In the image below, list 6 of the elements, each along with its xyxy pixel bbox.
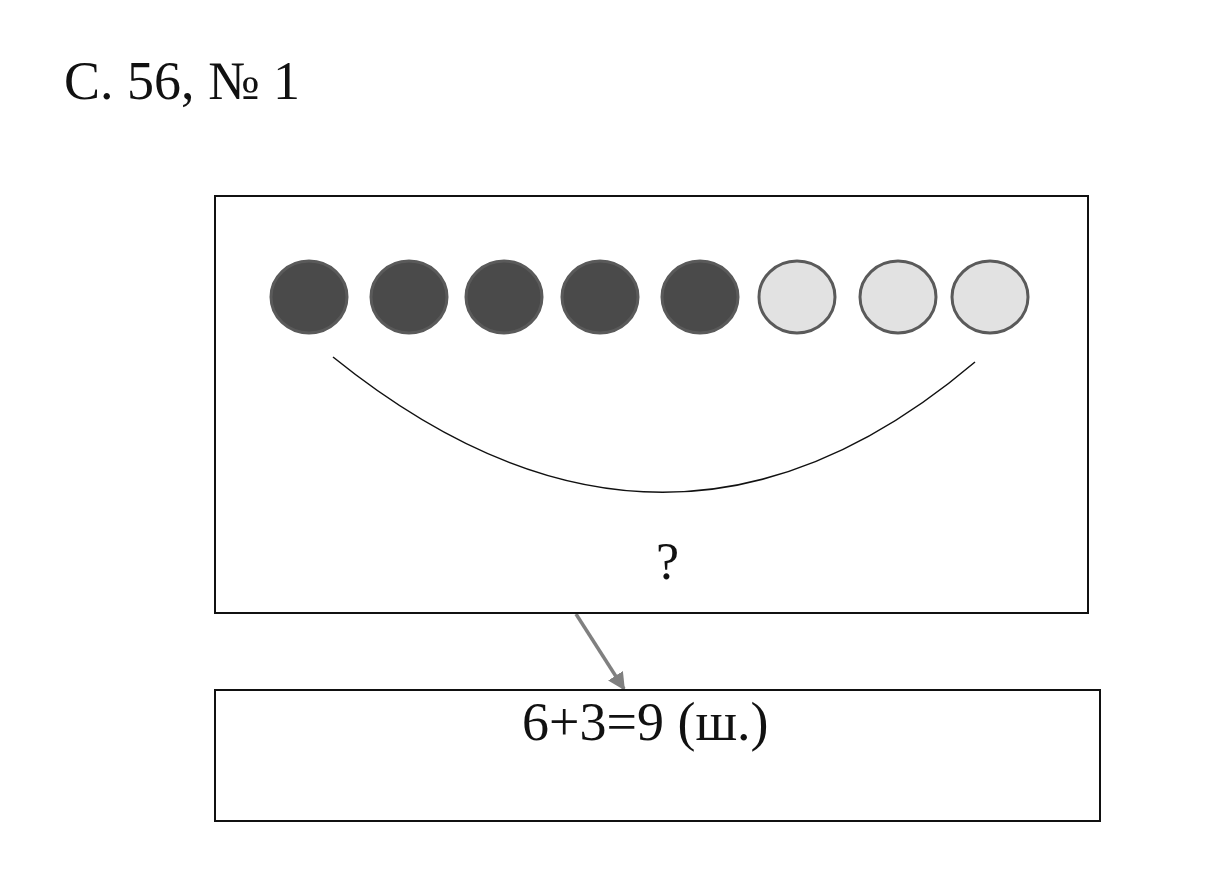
question-mark: ? — [656, 532, 680, 591]
arrow — [574, 613, 626, 691]
frame-box — [214, 195, 1089, 614]
page-title: С. 56, № 1 — [64, 50, 301, 112]
equation-text: 6+3=9 (ш.) — [522, 691, 769, 753]
frame-box — [214, 689, 1101, 822]
